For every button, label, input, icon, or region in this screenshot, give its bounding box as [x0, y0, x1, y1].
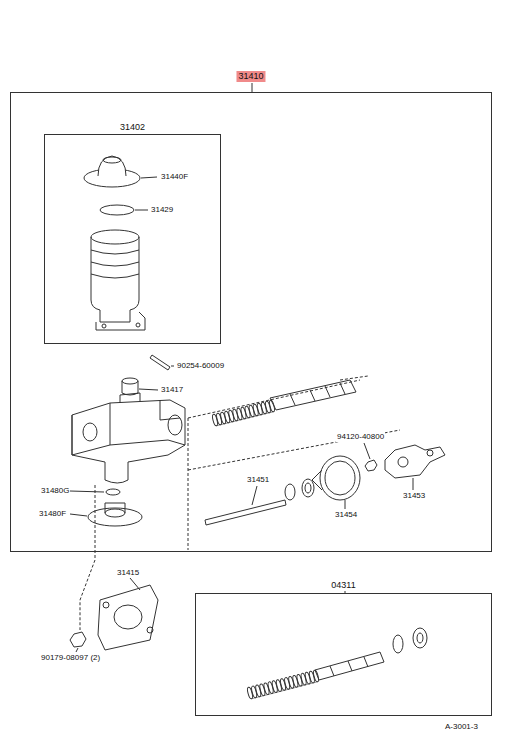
callout-number: 31454	[334, 510, 358, 520]
leader-line	[345, 500, 346, 509]
return-spring	[212, 400, 276, 427]
callout-number: A-3001-3	[444, 722, 479, 732]
grommet	[122, 378, 138, 395]
assembly-bracket	[188, 376, 400, 550]
callout-number: 94120-40800	[336, 432, 385, 442]
callout-number: 90179-08097 (2)	[40, 653, 101, 663]
reservoir-cap	[84, 156, 140, 187]
callout-number: 31415	[116, 568, 140, 578]
callout-number: 31451	[246, 475, 270, 485]
washer	[285, 484, 295, 500]
piston-kit	[315, 628, 427, 680]
callout-number: 31453	[402, 491, 426, 501]
reservoir	[91, 230, 145, 330]
group-part-number: 04311	[329, 580, 357, 591]
callout-number: 31480G	[40, 486, 70, 496]
leader-line	[252, 486, 257, 505]
callout-number: 31440F	[160, 172, 189, 182]
washer	[302, 479, 314, 497]
mount-boot	[88, 503, 142, 526]
clevis-yoke	[385, 445, 445, 478]
seal-ring	[100, 205, 134, 215]
leader-line	[76, 648, 78, 652]
group-part-number: 31410	[236, 71, 265, 82]
leader-line	[130, 578, 140, 590]
group-box: 31402	[44, 134, 221, 344]
mount-gasket	[98, 585, 158, 650]
cylinder-body	[72, 393, 185, 483]
leader-line	[139, 389, 158, 390]
leader-line	[70, 514, 87, 516]
nut	[70, 632, 86, 647]
callout-number: 31429	[150, 205, 174, 215]
leader-line	[171, 366, 174, 367]
leader-line	[413, 478, 414, 490]
o-ring	[106, 489, 120, 495]
assembly-bracket	[80, 485, 95, 630]
push-rod	[205, 500, 286, 525]
nut	[365, 460, 377, 471]
callout-number: 31417	[160, 385, 184, 395]
group-box: 04311	[195, 593, 492, 716]
callout-number: 90254-60009	[176, 361, 225, 371]
leader-line	[141, 177, 157, 178]
piston-assembly	[270, 380, 356, 410]
pin	[150, 355, 170, 370]
dust-boot	[312, 456, 360, 500]
callout-number: 31480F	[38, 509, 67, 519]
group-part-number: 31402	[118, 122, 147, 133]
leader-line	[135, 210, 148, 211]
leader-line	[70, 491, 104, 492]
leader-line	[364, 443, 370, 459]
heading-tick	[252, 83, 253, 92]
return-spring	[247, 670, 320, 700]
